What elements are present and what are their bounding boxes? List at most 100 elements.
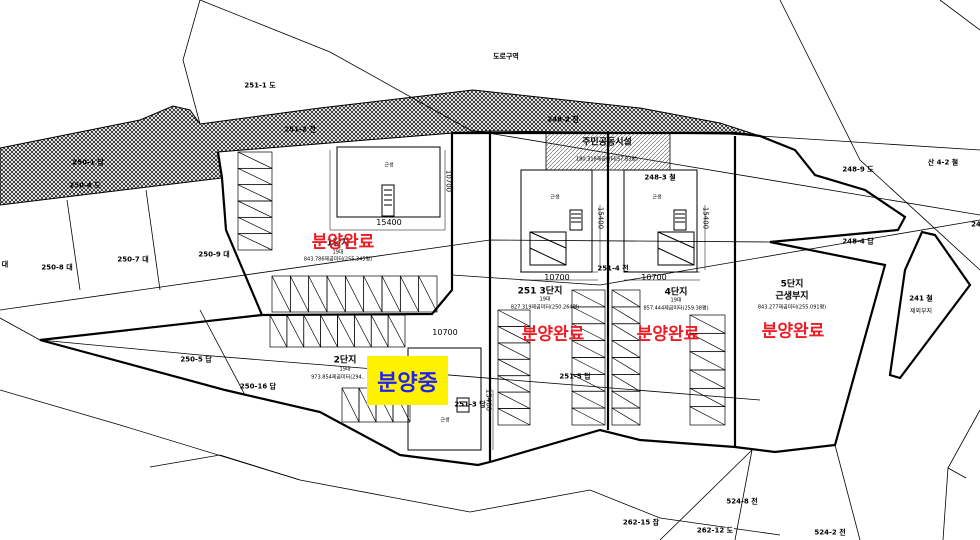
facility-name: 주민공동시설: [582, 137, 632, 148]
dimension-label: 15400: [596, 206, 605, 230]
parcel-label: 524-8 전: [726, 497, 758, 506]
parking-stall-diagonal: [571, 289, 606, 308]
parking-stall-diagonal: [611, 390, 641, 409]
parking-stall-diagonal: [497, 342, 531, 360]
parcel-label: 도로구역: [493, 52, 519, 61]
dimension-label: 15400: [701, 206, 710, 230]
parking-stall-diagonal: [611, 340, 641, 358]
complex-boundaries: [39, 131, 972, 467]
parking-stall: [571, 407, 606, 426]
parcel-label: 262-12 도: [695, 526, 735, 535]
dimension-label: 10700: [544, 273, 570, 282]
parcel-label: 251-5 답: [559, 372, 591, 381]
complex-4-status: 분양완료: [636, 324, 700, 345]
parking-stall-diagonal: [571, 374, 606, 392]
parking-stall-diagonal: [689, 333, 726, 352]
parking-stall-diagonal: [237, 151, 273, 169]
complex-5-sub: 근생부지: [775, 291, 809, 302]
parking-stall-diagonal: [320, 314, 338, 348]
parking-stalls: [237, 151, 726, 426]
parking-stall-diagonal: [611, 289, 641, 308]
parking-stall-diagonal: [237, 184, 273, 202]
parking-stall: [497, 408, 531, 426]
complex-4-spaces: 19대: [670, 297, 682, 304]
parking-stall-diagonal: [571, 340, 606, 358]
dimension-label: 10700: [444, 169, 453, 193]
parking-stall-diagonal: [303, 314, 321, 348]
dimension-label: 15400: [484, 388, 493, 412]
parcel-label: 524-2 전: [814, 528, 846, 537]
parking-stall-diagonal: [370, 314, 389, 348]
building-label: 근생: [550, 194, 560, 201]
parcel-label: 250-8 대: [41, 263, 73, 272]
parcel-label: 산 4-2 철: [927, 158, 959, 167]
complex-3-status: 분양완료: [521, 324, 585, 345]
parking-stall-diagonal: [611, 374, 641, 392]
parking-stall-diagonal: [326, 275, 346, 313]
parcel-label: 250-5 답: [180, 355, 212, 364]
parking-stall-diagonal: [345, 275, 364, 313]
complex-1-name: 1단지: [326, 238, 350, 249]
complex-2-spaces: 19대: [339, 366, 351, 373]
parcel-label: 248-9 도: [842, 165, 874, 174]
parking-stall-diagonal: [689, 369, 726, 389]
complex-5-name: 5단지: [780, 279, 804, 290]
parking-stall-diagonal: [497, 408, 531, 426]
parking-stall-diagonal: [571, 323, 606, 341]
parking-stall-diagonal: [418, 275, 438, 313]
complex-3-name: 251 3단지: [517, 286, 563, 297]
excluded-site-label: 제외부지: [909, 308, 933, 315]
complex-5-area: 843.277제곱미터(255.091평): [757, 304, 827, 311]
complex-2-name: 2단지: [333, 355, 357, 366]
parking-stall-diagonal: [571, 390, 606, 409]
complex-1-area: 843.786제곱미터(255.345평): [303, 256, 373, 263]
parking-stall-diagonal: [611, 306, 641, 325]
facility-area: 180.318제곱미터(57.83평): [576, 156, 638, 163]
parcel-label: 262-15 잡: [622, 518, 660, 527]
parking-stall-diagonal: [497, 326, 531, 344]
parking-stall-diagonal: [571, 407, 606, 426]
building-label: 근생: [384, 162, 394, 169]
parking-stall-diagonal: [611, 323, 641, 341]
complex-4-name: 4단지: [664, 287, 688, 298]
parcel-label: 대: [1, 260, 9, 269]
building-1: [336, 146, 441, 218]
building-label: 근생: [440, 417, 450, 424]
parking-stall-diagonal: [497, 358, 531, 377]
parking-stall-diagonal: [341, 387, 360, 423]
parking-stall-diagonal: [497, 375, 531, 393]
complex-3-spaces: 19대: [539, 296, 551, 303]
parking-stall-diagonal: [237, 200, 273, 218]
parking-stall-diagonal: [237, 217, 273, 234]
parking-stall: [418, 275, 438, 313]
parking-stall-diagonal: [358, 387, 377, 423]
parking-stall-diagonal: [689, 406, 726, 426]
parcel-label: 250-9 대: [198, 250, 230, 259]
parking-stall-diagonal: [611, 357, 641, 375]
parking-stall: [611, 407, 641, 426]
parcel-label: 251-3 답: [454, 400, 486, 409]
dimension-label: 10700: [432, 328, 458, 337]
parking-stall-diagonal: [497, 391, 531, 409]
parking-stall: [387, 314, 406, 348]
parking-stall-diagonal: [611, 407, 641, 426]
complex-5-status: 분양완료: [761, 321, 825, 342]
parking-stall-diagonal: [290, 275, 309, 313]
parcel-label: 241 철: [909, 294, 933, 303]
parking-stall-diagonal: [237, 168, 273, 185]
parcel-label: 250-1 답: [72, 158, 104, 167]
dimension-label: 10700: [641, 273, 667, 282]
parcel-label: 251-1 도: [244, 81, 276, 90]
parking-stall-diagonal: [689, 351, 726, 371]
parcel-label: 251-2 전: [284, 125, 316, 134]
parking-stall-diagonal: [387, 314, 406, 348]
building-3: [520, 169, 593, 273]
parcel-label: 248-4 답: [842, 237, 874, 246]
parking-stall-diagonal: [337, 314, 355, 348]
complex-3-area: 827.319제곱미터(250.264평): [510, 304, 580, 311]
parcel-label: 250-16 답: [239, 382, 277, 391]
complex-1-spaces: 19대: [332, 249, 344, 256]
